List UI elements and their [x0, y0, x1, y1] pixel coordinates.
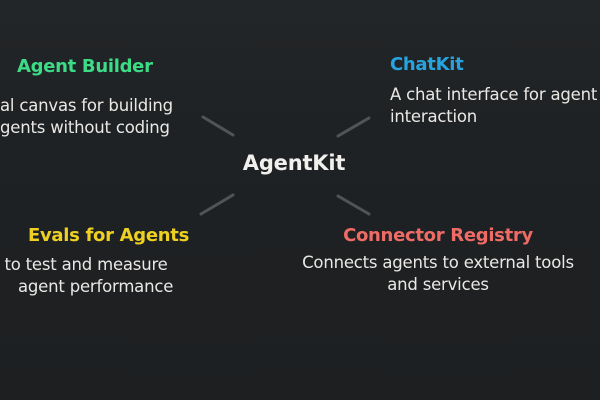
agent-builder-desc-line1: al canvas for building — [0, 96, 173, 115]
line-to-chatkit — [336, 116, 371, 138]
chatkit-desc-line1: A chat interface for agent — [390, 85, 598, 104]
evals-desc-line2: agent performance — [18, 277, 174, 296]
agent-builder-desc-line2: gents without coding — [0, 118, 170, 137]
line-to-connector-registry — [336, 194, 371, 216]
connector-registry-title: Connector Registry — [343, 225, 533, 246]
agent-builder-title: Agent Builder — [17, 56, 153, 77]
connector-registry-desc-line2: and services — [387, 275, 489, 294]
line-to-evals — [199, 193, 235, 216]
evals-title: Evals for Agents — [28, 225, 190, 246]
line-to-agent-builder — [201, 115, 235, 137]
evals-desc-line1: s to test and measure — [0, 255, 168, 274]
chatkit-desc-line2: interaction — [390, 107, 478, 126]
center-node-agentkit: AgentKit — [242, 151, 346, 175]
chatkit-title: ChatKit — [390, 54, 464, 75]
connector-registry-desc-line1: Connects agents to external tools — [302, 253, 574, 272]
